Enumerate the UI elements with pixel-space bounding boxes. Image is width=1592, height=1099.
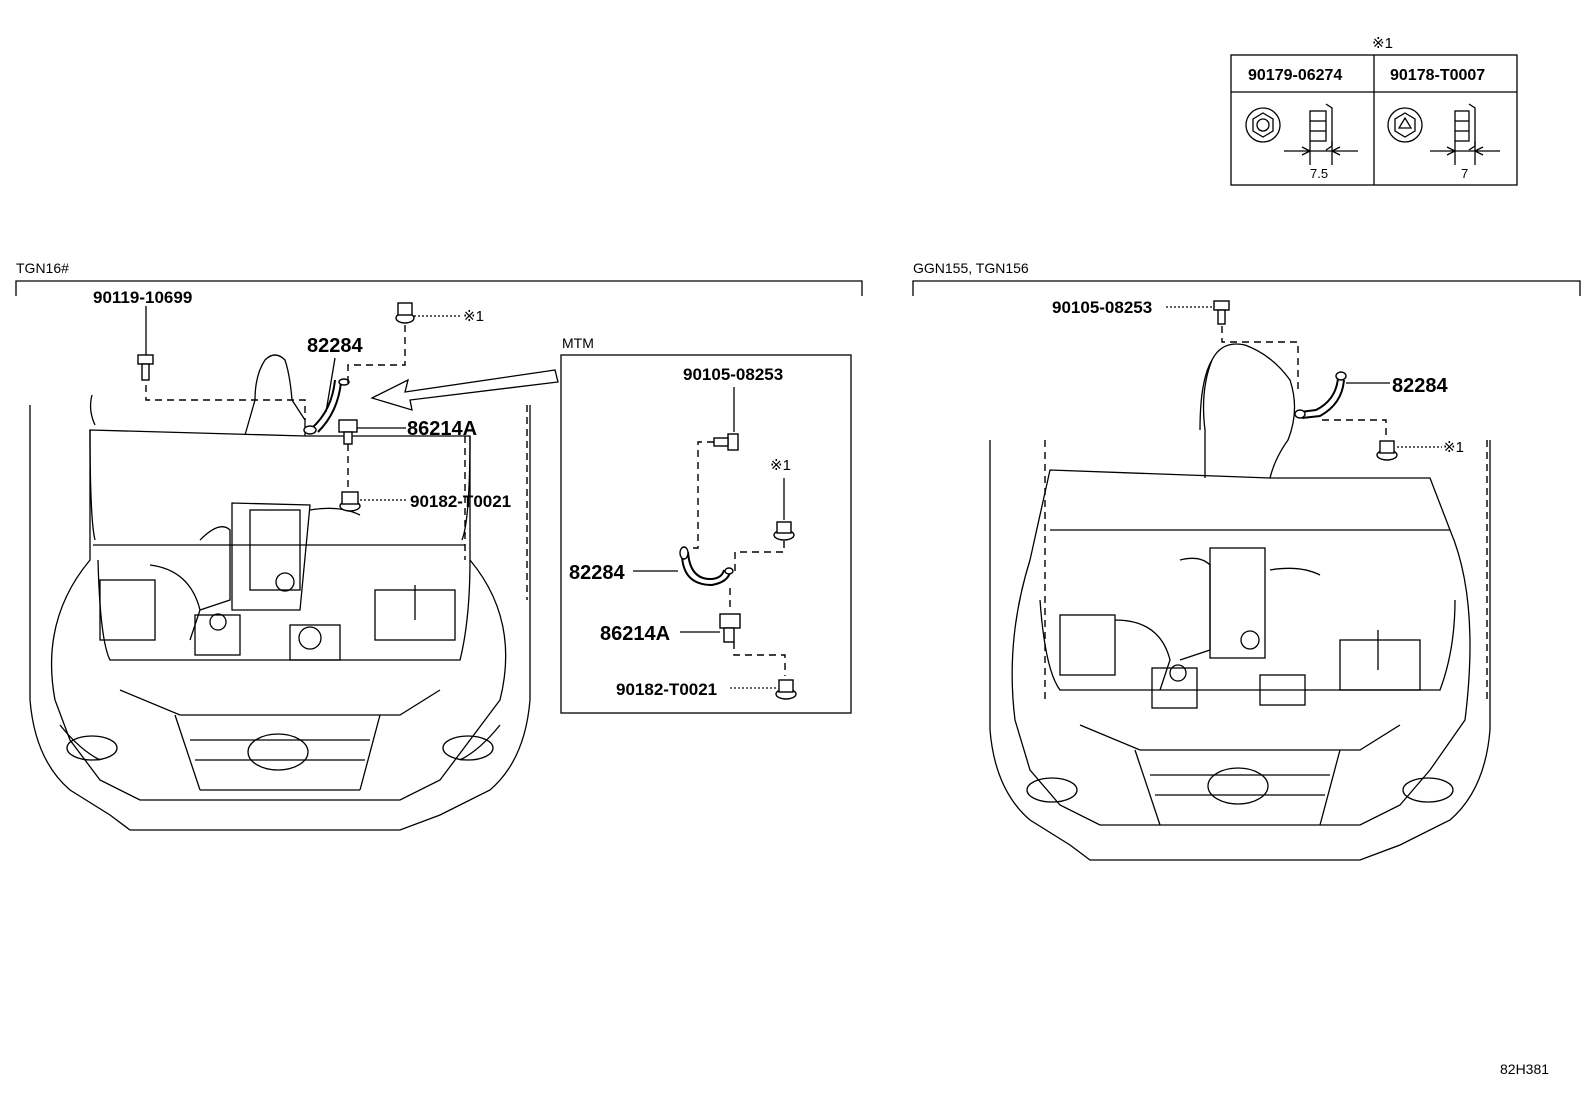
legend-dim-2: 7 xyxy=(1461,166,1468,181)
left-nut-label: 90182-T0021 xyxy=(410,492,511,511)
left-group-title: TGN16# xyxy=(16,260,69,276)
flange-nut-icon-2 xyxy=(1387,107,1423,143)
detail-bolt-label: 90105-08253 xyxy=(683,365,783,384)
legend-dim-1: 7.5 xyxy=(1310,166,1328,181)
left-group: TGN16# xyxy=(15,260,863,831)
bolt-icon xyxy=(137,354,154,381)
detail-nut-icon xyxy=(773,521,795,541)
strap-82284-icon xyxy=(303,378,350,435)
left-bolt-label: 90119-10699 xyxy=(93,288,192,307)
detail-bracket-icon xyxy=(719,613,741,643)
flange-nut-icon xyxy=(1245,107,1281,143)
detail-lower-nut-icon xyxy=(775,679,797,700)
right-bolt-icon xyxy=(1213,300,1230,325)
flange-nut-side-icon-2 xyxy=(1430,103,1500,165)
legend-part-1: 90179-06274 xyxy=(1248,67,1342,84)
right-group: GGN155, TGN156 xyxy=(912,260,1581,861)
right-group-title: GGN155, TGN156 xyxy=(913,260,1029,276)
legend-mark: ※1 xyxy=(1372,35,1393,52)
legend-part-2: 90178-T0007 xyxy=(1390,67,1485,84)
right-strap-icon xyxy=(1294,371,1347,419)
detail-bracket-label: 86214A xyxy=(600,623,670,645)
detail-bolt-icon xyxy=(713,433,739,451)
flange-nut-lower-icon xyxy=(339,491,361,512)
detail-nut-label: 90182-T0021 xyxy=(616,680,717,699)
right-nut-icon xyxy=(1376,440,1398,461)
detail-strap-label: 82284 xyxy=(569,562,625,584)
fastener-legend-table: ※1 90179-06274 90178-T0007 7.5 xyxy=(1230,35,1518,186)
right-mark-label: ※1 xyxy=(1443,439,1464,456)
detail-mark-label: ※1 xyxy=(770,457,791,474)
detail-strap-icon xyxy=(679,546,734,587)
left-mark-label: ※1 xyxy=(463,308,484,325)
detail-arrow-icon xyxy=(370,369,559,411)
left-strap-label: 82284 xyxy=(307,335,363,357)
vehicle-front-left xyxy=(29,354,531,831)
mtm-detail-box: MTM 90105-08253 ※1 82284 86214 xyxy=(560,335,852,714)
left-bracket-label: 86214A xyxy=(407,418,477,440)
bracket-86214A-icon xyxy=(338,419,358,445)
detail-title: MTM xyxy=(562,335,594,351)
vehicle-front-right xyxy=(989,343,1491,861)
flange-nut-side-icon xyxy=(1284,103,1358,165)
right-bolt-label: 90105-08253 xyxy=(1052,298,1152,317)
flange-nut-top-icon xyxy=(395,302,415,324)
diagram-code: 82H381 xyxy=(1500,1061,1549,1077)
right-strap-label: 82284 xyxy=(1392,375,1448,397)
